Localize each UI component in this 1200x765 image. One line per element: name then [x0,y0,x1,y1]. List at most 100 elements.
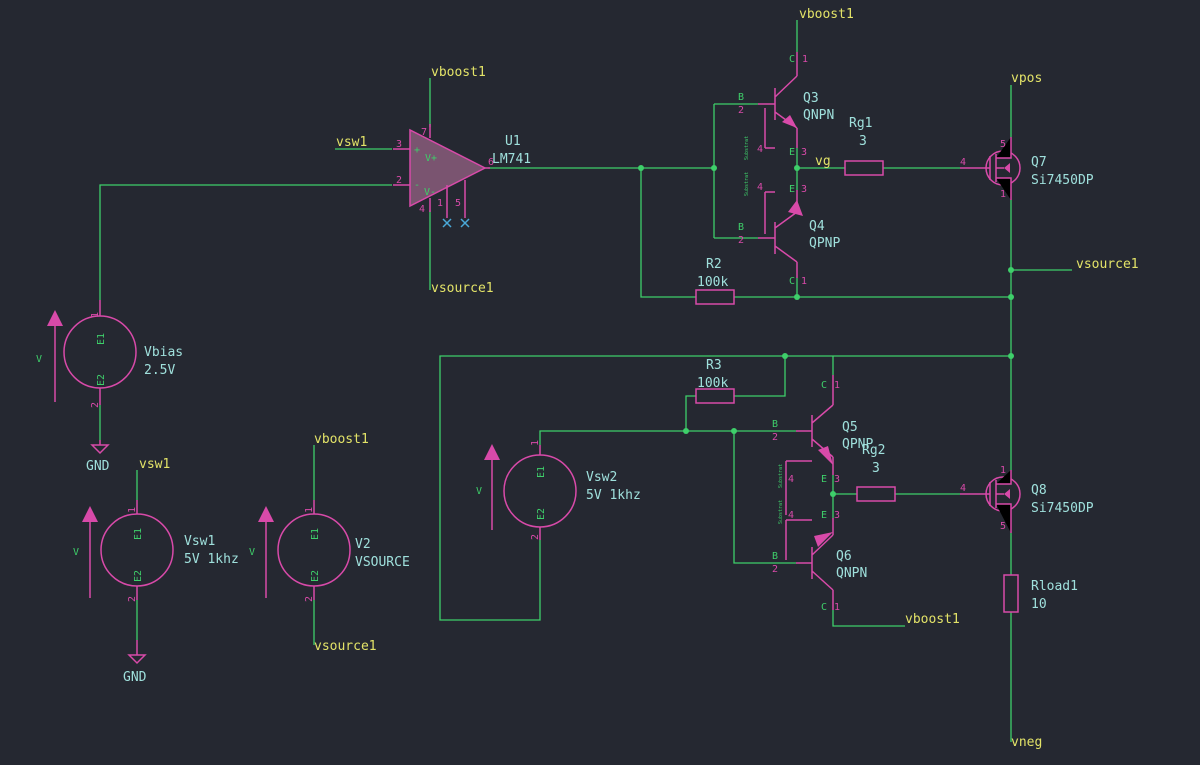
svg-text:V: V [476,486,482,497]
svg-text:-: - [414,180,420,191]
voltage-source-v2[interactable]: V E1 E2 1 2 V2 VSOURCE [249,500,410,602]
svg-text:5V 1khz: 5V 1khz [586,488,641,503]
svg-text:3: 3 [834,510,840,521]
svg-text:GND: GND [86,459,110,474]
transistor-q5[interactable]: B 2 C 1 E 3 4 Substrat Q5 QPNP [772,375,873,515]
svg-text:V-: V- [424,187,436,198]
mosfet-q8[interactable]: 4 1 5 Q8 Si7450DP [960,465,1094,533]
svg-text:4: 4 [788,474,794,485]
svg-text:V2: V2 [355,537,371,552]
svg-text:1: 1 [801,276,807,287]
svg-text:4: 4 [960,157,966,168]
transistor-q4[interactable]: B 2 E 3 C 1 4 Substrat Q4 QPNP [738,172,840,287]
svg-text:4: 4 [757,144,763,155]
svg-text:E: E [821,510,827,521]
net-label-vboost1[interactable]: vboost1 [799,7,854,22]
svg-text:Q4: Q4 [809,219,825,234]
svg-text:5: 5 [1000,139,1006,150]
no-connect-marker [442,218,470,228]
svg-text:2: 2 [738,235,744,246]
net-label-vsw1[interactable]: vsw1 [336,135,367,150]
voltage-source-vsw1[interactable]: V E1 E2 1 2 Vsw1 5V 1khz [73,500,239,602]
svg-text:4: 4 [419,204,425,215]
voltage-source-vsw2[interactable]: V E1 E2 1 2 Vsw2 5V 1khz [476,440,641,540]
svg-text:10: 10 [1031,597,1047,612]
junction [1008,353,1014,359]
net-label-vboost1[interactable]: vboost1 [314,432,369,447]
svg-text:Substrat: Substrat [778,464,784,488]
svg-text:1: 1 [834,602,840,613]
junction [683,428,689,434]
ground-symbol[interactable]: GND [123,640,147,685]
wire-vsw2-loop[interactable] [439,355,1011,621]
svg-text:C: C [821,380,827,391]
svg-text:Rg2: Rg2 [862,443,885,458]
svg-text:R2: R2 [706,257,722,272]
net-label-vsw1[interactable]: vsw1 [139,457,170,472]
svg-text:4: 4 [960,483,966,494]
svg-text:Si7450DP: Si7450DP [1031,173,1094,188]
svg-text:QNPN: QNPN [803,108,834,123]
svg-text:Si7450DP: Si7450DP [1031,501,1094,516]
svg-text:5: 5 [1000,521,1006,532]
voltage-source-vbias[interactable]: V E1 E2 1 2 Vbias 2.5V [36,300,183,408]
svg-text:E1: E1 [133,528,144,540]
svg-text:V: V [249,547,255,558]
net-label-vboost1[interactable]: vboost1 [431,65,486,80]
net-label-vsource1[interactable]: vsource1 [1076,257,1139,272]
net-labels: vboost1 vboost1 vboost1 vboost1 vsource1… [139,7,1139,750]
svg-text:2: 2 [772,432,778,443]
transistor-q3[interactable]: B 2 C 1 E 3 4 Substrat Q3 QNPN [738,52,834,160]
net-label-vboost1[interactable]: vboost1 [905,612,960,627]
svg-text:3: 3 [801,184,807,195]
svg-text:E1: E1 [536,466,547,478]
net-label-vsource1[interactable]: vsource1 [314,639,377,654]
junction [1008,267,1014,273]
svg-text:Vsw1: Vsw1 [184,534,215,549]
resistor-r2[interactable]: R2 100k [695,257,735,305]
svg-text:V: V [73,547,79,558]
svg-text:E: E [789,184,795,195]
svg-text:3: 3 [834,474,840,485]
resistor-rg1[interactable]: Rg1 3 [844,116,884,176]
wire-feedback[interactable] [640,168,696,298]
resistor-r3[interactable]: R3 100k [695,358,735,404]
net-label-vpos[interactable]: vpos [1011,71,1042,86]
net-label-vsource1[interactable]: vsource1 [431,281,494,296]
net-label-vneg[interactable]: vneg [1011,735,1042,750]
svg-text:1: 1 [834,380,840,391]
svg-text:3: 3 [872,461,880,476]
junction [794,165,800,171]
svg-text:Rload1: Rload1 [1031,579,1078,594]
resistor-rload1[interactable]: Rload1 10 [1003,574,1078,613]
transistor-q6[interactable]: B 2 E 3 C 1 4 Substrat Q6 QNPN [772,500,867,613]
svg-text:4: 4 [788,510,794,521]
svg-text:E2: E2 [133,570,144,582]
svg-text:QPNP: QPNP [809,236,840,251]
svg-text:1: 1 [1000,465,1006,476]
svg-text:1: 1 [530,440,541,446]
svg-text:B: B [772,419,778,430]
junction [830,491,836,497]
svg-text:1: 1 [304,507,315,513]
svg-text:GND: GND [123,670,147,685]
svg-text:B: B [738,222,744,233]
svg-text:2: 2 [772,564,778,575]
mosfet-q7[interactable]: 4 5 1 Q7 Si7450DP [960,137,1094,200]
svg-text:Substrat: Substrat [744,172,750,196]
svg-text:E1: E1 [310,528,321,540]
net-label-vg[interactable]: vg [815,154,831,169]
svg-text:C: C [789,276,795,287]
resistor-rg2[interactable]: Rg2 3 [856,443,896,502]
svg-text:2: 2 [127,596,138,602]
junction [638,165,644,171]
wire-vbias-u1[interactable] [99,184,392,300]
svg-text:2: 2 [738,105,744,116]
svg-text:3: 3 [859,134,867,149]
svg-text:1: 1 [437,198,443,209]
svg-text:2.5V: 2.5V [144,363,175,378]
ground-symbol[interactable]: GND [86,440,110,474]
svg-text:7: 7 [421,127,427,138]
opamp-u1[interactable]: 3 2 7 4 6 + - V+ V- 1 5 U1 LM741 [393,124,531,228]
